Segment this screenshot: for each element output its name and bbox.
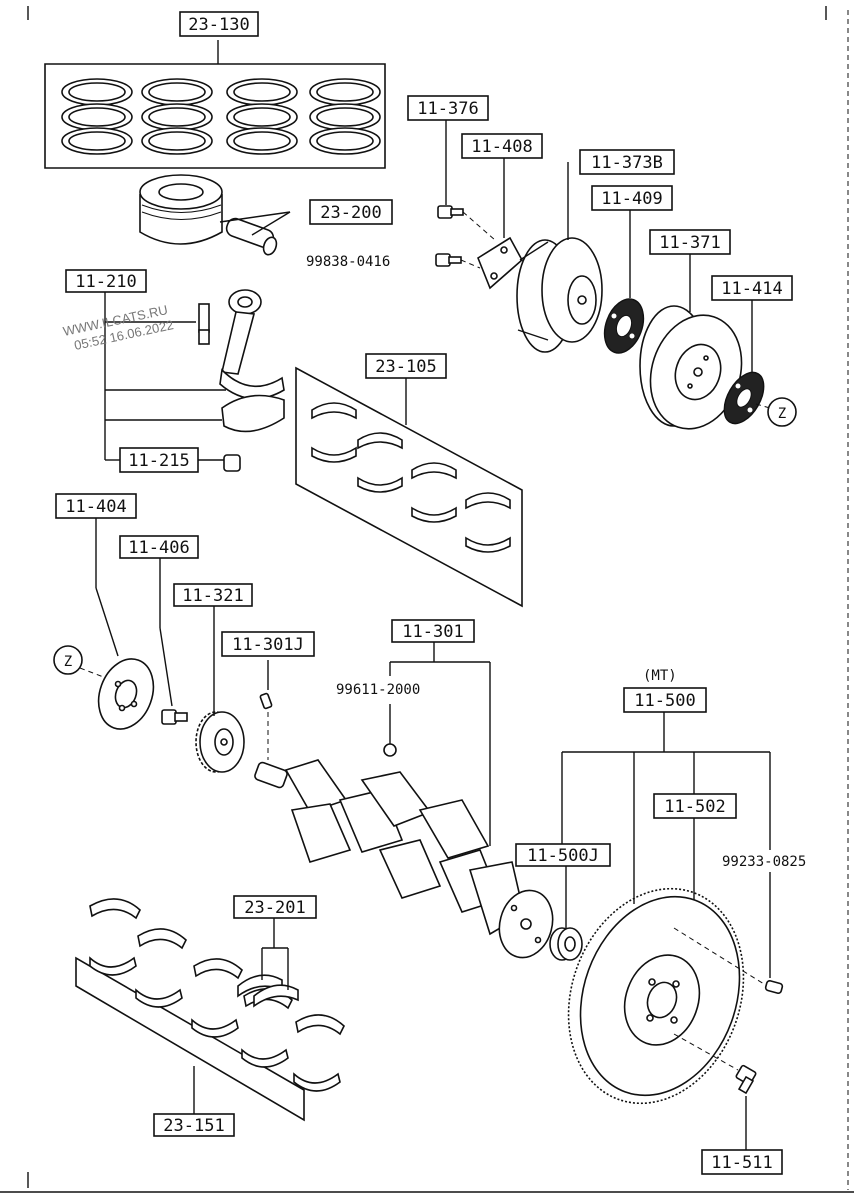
- label-11-511-text: 11-511: [711, 1153, 772, 1173]
- label-11-321-text: 11-321: [182, 586, 243, 606]
- label-11-502-text: 11-502: [664, 797, 725, 817]
- crankshaft[interactable]: [254, 759, 560, 964]
- label-11-210-text: 11-210: [75, 272, 136, 292]
- z-marker-bottom-text: Z: [64, 654, 72, 670]
- label-11-301[interactable]: 11-301: [391, 619, 475, 643]
- piston-ring-set-4[interactable]: [309, 78, 381, 155]
- label-11-215[interactable]: 11-215: [119, 447, 199, 473]
- label-11-371[interactable]: 11-371: [649, 229, 731, 255]
- label-11-404-text: 11-404: [65, 497, 126, 517]
- crankshaft-plug[interactable]: [383, 743, 397, 757]
- label-11-373b-text: 11-373B: [591, 153, 663, 173]
- label-11-404[interactable]: 11-404: [55, 493, 137, 519]
- label-11-373b[interactable]: 11-373B: [579, 149, 675, 175]
- crankshaft-pulley[interactable]: [516, 237, 603, 353]
- z-marker-top: Z: [767, 397, 797, 427]
- label-11-210[interactable]: 11-210: [65, 269, 147, 293]
- label-23-105[interactable]: 23-105: [365, 353, 447, 379]
- label-11-511[interactable]: 11-511: [701, 1149, 783, 1175]
- label-23-201-text: 23-201: [244, 898, 305, 918]
- con-rod-leader-lines: [104, 292, 226, 461]
- mt-note: (MT): [643, 668, 677, 684]
- pilot-bearing[interactable]: [549, 927, 583, 961]
- label-23-130-text: 23-130: [188, 15, 249, 35]
- label-11-500j[interactable]: 11-500J: [515, 843, 611, 867]
- flywheel[interactable]: [539, 864, 772, 1128]
- piston-ring-set-2[interactable]: [141, 78, 213, 155]
- label-11-408[interactable]: 11-408: [461, 133, 543, 159]
- main-bearing-set[interactable]: [295, 366, 523, 608]
- label-11-414[interactable]: 11-414: [711, 275, 793, 301]
- label-23-201[interactable]: 23-201: [233, 895, 317, 919]
- timing-gear-bolt[interactable]: [161, 709, 188, 725]
- label-11-371-text: 11-371: [659, 233, 720, 253]
- label-23-151[interactable]: 23-151: [153, 1113, 235, 1137]
- damper-plate[interactable]: [716, 366, 772, 430]
- label-11-301j-text: 11-301J: [232, 635, 304, 655]
- label-11-409-text: 11-409: [601, 189, 662, 209]
- flywheel-leader-lines: [561, 712, 771, 1150]
- z-marker-top-text: Z: [778, 406, 786, 422]
- part-number-99611[interactable]: 99611-2000: [336, 682, 420, 698]
- label-11-376-text: 11-376: [417, 99, 478, 119]
- pulley-bolt-99838[interactable]: [435, 253, 462, 267]
- part-number-99838[interactable]: 99838-0416: [306, 254, 390, 270]
- label-11-301j[interactable]: 11-301J: [221, 631, 315, 657]
- front-adapter-plate[interactable]: [89, 651, 162, 736]
- watermark: WWW.ILCATS.RU 05:52 16.06.2022: [62, 302, 175, 353]
- label-11-301-text: 11-301: [402, 622, 463, 642]
- label-23-151-text: 23-151: [163, 1116, 224, 1136]
- crank-bearing-set[interactable]: [75, 898, 345, 1122]
- label-11-321[interactable]: 11-321: [173, 583, 253, 607]
- flywheel-dowel-pin[interactable]: [764, 979, 784, 995]
- label-11-376[interactable]: 11-376: [407, 95, 489, 121]
- connecting-rod-nut[interactable]: [223, 454, 241, 472]
- label-23-105-text: 23-105: [375, 357, 436, 377]
- piston-ring-set-group: [44, 40, 386, 169]
- label-11-414-text: 11-414: [721, 279, 782, 299]
- bearing-leader-lines: [193, 918, 289, 1114]
- pulley-lock-plate[interactable]: [477, 236, 524, 290]
- pulley-washer[interactable]: [598, 294, 651, 359]
- label-23-200[interactable]: 23-200: [309, 199, 393, 225]
- z-marker-bottom: Z: [53, 645, 83, 675]
- pulley-bolt[interactable]: [437, 205, 464, 219]
- label-11-500[interactable]: 11-500: [623, 687, 707, 713]
- label-23-130[interactable]: 23-130: [179, 11, 259, 37]
- connecting-rod[interactable]: [198, 289, 285, 433]
- label-11-500j-text: 11-500J: [527, 846, 599, 866]
- flywheel-bolt[interactable]: [735, 1064, 757, 1095]
- label-11-406-text: 11-406: [128, 538, 189, 558]
- label-11-502[interactable]: 11-502: [653, 793, 737, 819]
- crankshaft-timing-gear[interactable]: [195, 711, 245, 773]
- label-11-406[interactable]: 11-406: [119, 535, 199, 559]
- label-11-500-text: 11-500: [634, 691, 695, 711]
- label-11-409[interactable]: 11-409: [591, 185, 673, 211]
- part-number-99233[interactable]: 99233-0825: [722, 854, 806, 870]
- piston-ring-set-3[interactable]: [226, 78, 298, 155]
- piston-assembly[interactable]: [139, 174, 279, 257]
- label-23-200-text: 23-200: [320, 203, 381, 223]
- crankshaft-leader-lines: [389, 642, 491, 846]
- harmonic-damper[interactable]: [636, 303, 756, 441]
- label-11-215-text: 11-215: [128, 451, 189, 471]
- crankshaft-woodruff-key[interactable]: [259, 692, 273, 710]
- label-11-408-text: 11-408: [471, 137, 532, 157]
- piston-ring-set-1[interactable]: [61, 78, 133, 155]
